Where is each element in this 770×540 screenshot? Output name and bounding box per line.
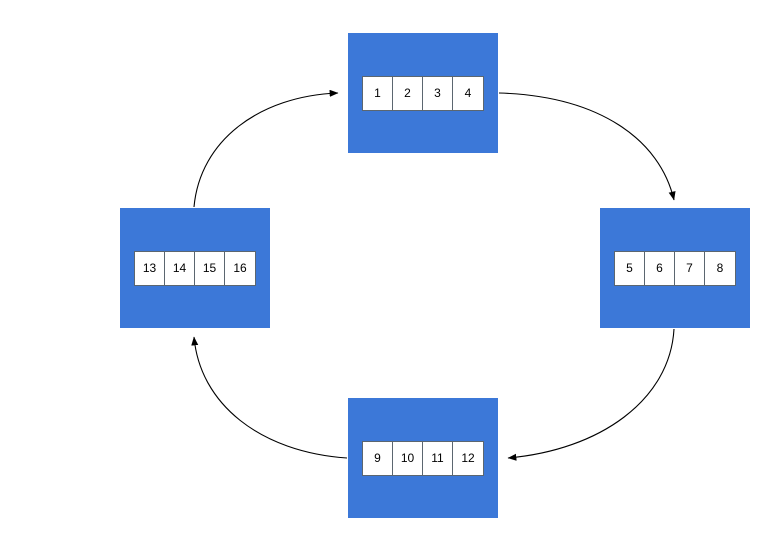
cell[interactable]: 4 [453,76,483,110]
block-left[interactable]: 13 14 15 16 [120,208,270,328]
cell-strip-top: 1 2 3 4 [362,75,484,111]
cell[interactable]: 6 [645,251,675,285]
cell[interactable]: 3 [423,76,453,110]
arrow-right-to-bottom [507,328,675,461]
cell[interactable]: 13 [135,251,165,285]
cell-strip-left: 13 14 15 16 [134,250,256,286]
cell[interactable]: 1 [363,76,393,110]
cell[interactable]: 10 [393,441,423,475]
cell-strip-right: 5 6 7 8 [614,250,736,286]
arrow-top-to-right [498,92,676,201]
cell-strip-bottom: 9 10 11 12 [362,440,484,476]
cell[interactable]: 2 [393,76,423,110]
cell[interactable]: 7 [675,251,705,285]
cell[interactable]: 14 [165,251,195,285]
block-bottom[interactable]: 9 10 11 12 [348,398,498,518]
cell[interactable]: 8 [705,251,735,285]
cell[interactable]: 5 [615,251,645,285]
cell[interactable]: 12 [453,441,483,475]
cell[interactable]: 16 [225,251,255,285]
block-right[interactable]: 5 6 7 8 [600,208,750,328]
block-top[interactable]: 1 2 3 4 [348,33,498,153]
arrow-bottom-to-left [191,336,348,459]
cell[interactable]: 9 [363,441,393,475]
arrow-left-to-top [193,89,339,208]
cell[interactable]: 15 [195,251,225,285]
cell[interactable]: 11 [423,441,453,475]
